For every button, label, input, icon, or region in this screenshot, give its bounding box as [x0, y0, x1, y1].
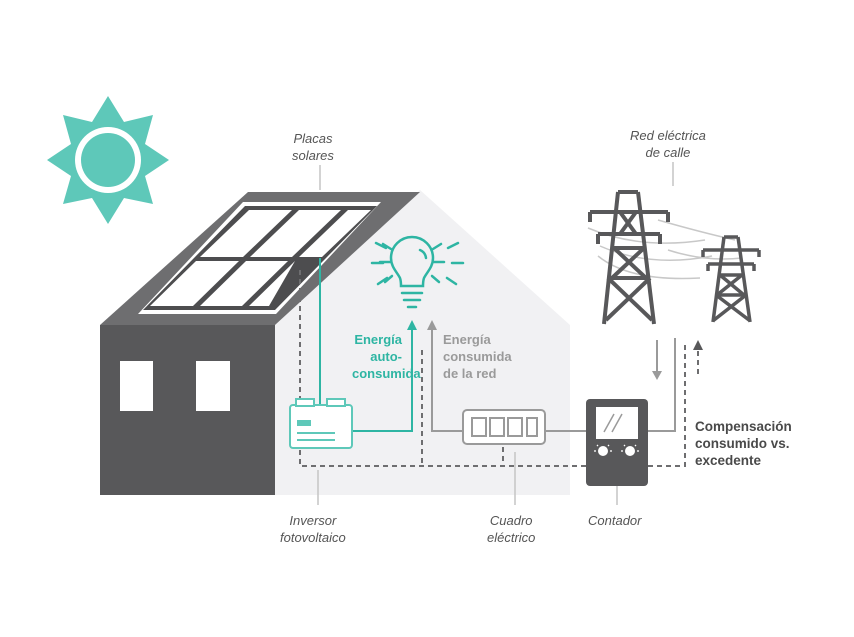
label-grid: Red eléctrica de calle — [630, 127, 706, 161]
lightbulb-icon — [378, 235, 446, 309]
label-self-consumed-line1: Energía — [354, 332, 402, 347]
grid-consumption-flow — [431, 328, 676, 432]
label-grid-line1: Red eléctrica — [630, 128, 706, 143]
label-inverter: Inversor fotovoltaico — [280, 512, 346, 546]
electrical-panel-icon — [462, 409, 546, 445]
solar-panels — [138, 202, 381, 314]
window-right — [196, 361, 230, 411]
sun-icon — [47, 96, 169, 224]
label-compensation-line2: consumido vs. — [695, 436, 790, 451]
inverter-icon — [289, 398, 353, 449]
label-self-consumed-line2: auto- — [370, 349, 402, 364]
grey-arrow-head — [427, 320, 437, 330]
label-panel-board-line2: eléctrico — [487, 530, 536, 545]
label-grid-consumed-line1: Energía — [443, 332, 491, 347]
label-self-consumed: Energía auto- consumida — [352, 331, 421, 382]
self-consumption-flow — [319, 258, 413, 432]
window-left — [120, 361, 153, 411]
dashed-wiring — [299, 270, 699, 467]
label-solar-panels: Placas solares — [292, 130, 334, 164]
label-compensation: Compensación consumido vs. excedente — [695, 418, 792, 469]
label-leaders — [317, 162, 674, 505]
lightbulb-rays — [370, 241, 465, 286]
label-grid-consumed: Energía consumida de la red — [443, 331, 512, 382]
label-solar-panels-line2: solares — [292, 148, 334, 163]
meter-icon — [586, 399, 648, 486]
label-self-consumed-line3: consumida — [352, 366, 421, 381]
label-inverter-line1: Inversor — [289, 513, 337, 528]
label-panel-board-line1: Cuadro — [489, 513, 533, 528]
label-compensation-line1: Compensación — [695, 419, 792, 434]
power-tower-icon — [588, 190, 670, 325]
label-grid-line2: de calle — [645, 145, 691, 160]
grid-flow-arrows — [652, 340, 703, 380]
label-grid-consumed-line3: de la red — [443, 366, 497, 381]
label-inverter-line2: fotovoltaico — [280, 530, 346, 545]
label-panel-board: Cuadro eléctrico — [487, 512, 535, 546]
label-grid-consumed-line2: consumida — [443, 349, 512, 364]
label-meter: Contador — [588, 512, 641, 529]
label-meter-line1: Contador — [588, 513, 642, 528]
teal-arrow-head — [407, 320, 417, 330]
label-solar-panels-line1: Placas — [293, 131, 333, 146]
label-compensation-line3: excedente — [695, 453, 762, 468]
power-tower-small-icon — [701, 235, 761, 323]
